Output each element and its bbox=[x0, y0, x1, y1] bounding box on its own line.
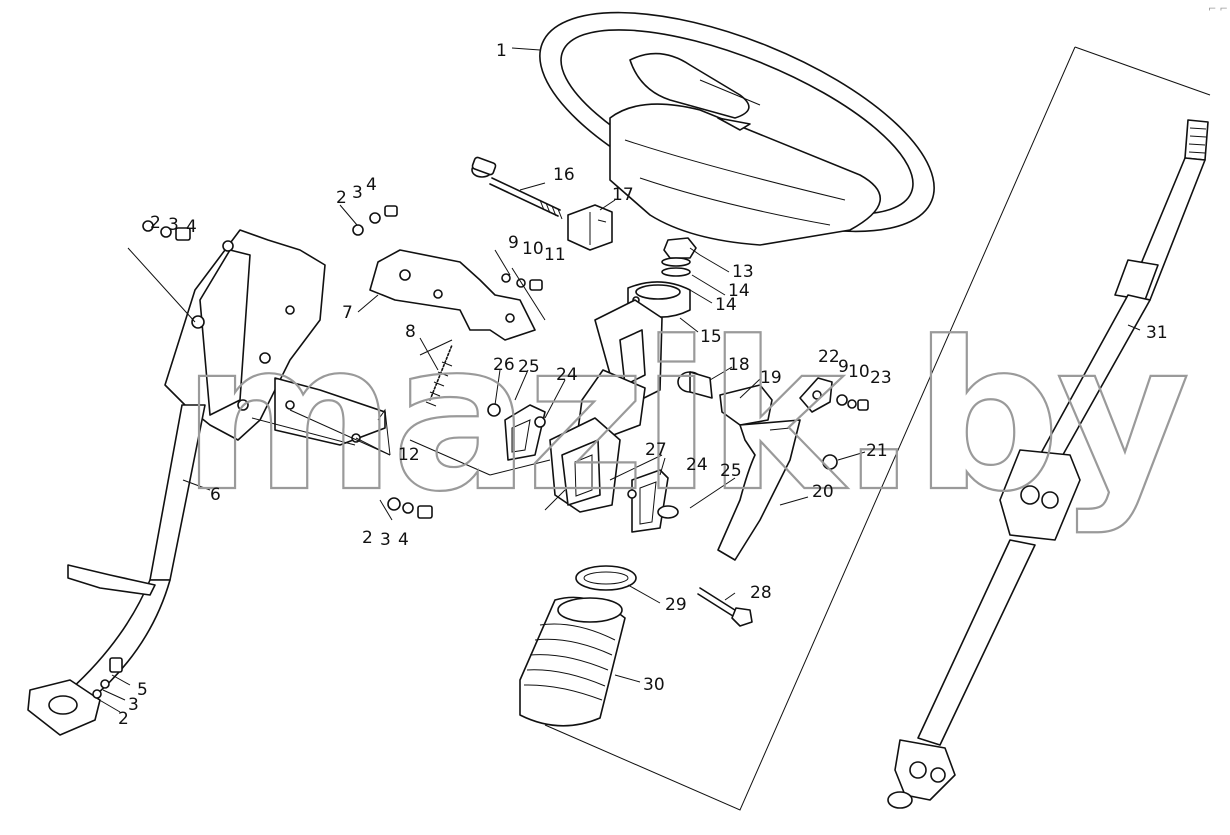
callout-4c: 4 bbox=[398, 530, 409, 550]
callout-6: 6 bbox=[210, 485, 221, 505]
callout-21: 21 bbox=[866, 441, 888, 461]
callout-2b: 2 bbox=[150, 213, 161, 233]
callout-2d: 2 bbox=[118, 709, 129, 729]
callout-12: 12 bbox=[398, 445, 420, 465]
callout-16: 16 bbox=[553, 165, 575, 185]
clamp-fitting bbox=[567, 204, 613, 251]
spring-ring-and-boot bbox=[519, 565, 637, 727]
callout-1: 1 bbox=[496, 41, 507, 61]
tab-plate-hardware bbox=[799, 377, 869, 413]
callout-11: 11 bbox=[544, 245, 566, 265]
callout-8: 8 bbox=[405, 322, 416, 342]
callout-7: 7 bbox=[342, 303, 353, 323]
corner-mark: ⌐ ⌐ bbox=[1208, 4, 1228, 15]
callout-28: 28 bbox=[750, 583, 772, 603]
callout-3d: 3 bbox=[128, 695, 139, 715]
callout-29: 29 bbox=[665, 595, 687, 615]
callout-3a: 3 bbox=[352, 183, 363, 203]
watermark: mazik.by bbox=[182, 299, 1186, 537]
callout-5: 5 bbox=[137, 680, 148, 700]
lower-bolt bbox=[697, 587, 753, 627]
callout-17: 17 bbox=[612, 185, 634, 205]
callout-14a: 14 bbox=[728, 281, 750, 301]
leader-lines bbox=[95, 47, 1141, 713]
callout-20: 20 bbox=[812, 482, 834, 502]
callout-25a: 25 bbox=[518, 357, 540, 377]
intermediate-shaft bbox=[887, 119, 1209, 809]
callout-24b: 24 bbox=[686, 455, 708, 475]
callout-2a: 2 bbox=[336, 188, 347, 208]
steering-wheel bbox=[539, 11, 935, 246]
switch-blocks bbox=[487, 403, 679, 533]
upper-bracket bbox=[352, 205, 543, 407]
callout-14b: 14 bbox=[715, 295, 737, 315]
callout-9a: 9 bbox=[508, 233, 519, 253]
column-support-and-tube bbox=[27, 220, 433, 736]
callout-2c: 2 bbox=[362, 528, 373, 548]
callout-22: 22 bbox=[818, 347, 840, 367]
callout-27: 27 bbox=[645, 440, 667, 460]
callout-30: 30 bbox=[643, 675, 665, 695]
callout-25b: 25 bbox=[720, 461, 742, 481]
callout-13: 13 bbox=[732, 262, 754, 282]
bushing-lever-assembly bbox=[677, 371, 838, 561]
callout-19: 19 bbox=[760, 368, 782, 388]
callout-15: 15 bbox=[700, 327, 722, 347]
callout-31: 31 bbox=[1146, 323, 1168, 343]
callout-3c: 3 bbox=[380, 530, 391, 550]
callout-9b: 9 bbox=[838, 357, 849, 377]
callouts: 1 16 17 13 14 14 15 18 19 22 9 10 23 21 … bbox=[118, 41, 1168, 729]
callout-24a: 24 bbox=[556, 365, 578, 385]
callout-18: 18 bbox=[728, 355, 750, 375]
callout-26: 26 bbox=[493, 355, 515, 375]
callout-10b: 10 bbox=[848, 362, 870, 382]
callout-4a: 4 bbox=[366, 175, 377, 195]
callout-23: 23 bbox=[870, 368, 892, 388]
callout-10a: 10 bbox=[522, 239, 544, 259]
callout-3b: 3 bbox=[168, 215, 179, 235]
column-housing bbox=[549, 299, 663, 513]
long-bolt bbox=[471, 156, 563, 220]
assembly-frame-lines bbox=[544, 46, 1211, 811]
callout-4b: 4 bbox=[186, 217, 197, 237]
